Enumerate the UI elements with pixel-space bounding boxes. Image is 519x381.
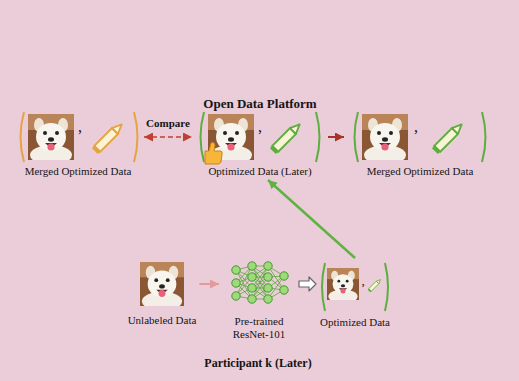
cloud-puff (124, 154, 188, 218)
flow-arrow (328, 136, 344, 138)
network-neurons (232, 262, 288, 303)
tuple-bracket (322, 263, 388, 311)
label-pencil (270, 121, 303, 154)
neuron (232, 292, 240, 300)
node-text: Merged Optimized Data (25, 165, 132, 178)
cloud-puff (10, 103, 82, 175)
tuple-comma: , (361, 274, 364, 287)
neuron (248, 262, 256, 270)
participant-panel: Participant k (Later) Unlabeled Data Pre-t… (118, 250, 398, 374)
node-text: Open Data Platform (203, 96, 316, 111)
dog-photo (327, 268, 359, 303)
compare-arrow (144, 136, 192, 138)
neuron (248, 284, 256, 292)
cloud-core (36, 54, 484, 183)
neuron (232, 279, 240, 287)
data-pair: Optimized Data (316, 258, 394, 330)
neuron (264, 273, 272, 281)
node-text: Participant k (Later) (204, 356, 311, 370)
panel-shape (118, 250, 398, 374)
label-pencil (92, 121, 125, 154)
dog-photo (140, 262, 184, 311)
dog-photo (28, 114, 74, 165)
data-image: Unlabeled Data (125, 258, 200, 328)
cloud-fill (10, 14, 512, 218)
platform-cloud: Open Data PlatformMerged Optimized Data O… (6, 14, 514, 218)
label-pencil (432, 121, 465, 154)
neuron (248, 295, 256, 303)
input-arrow (199, 283, 219, 285)
node-text: Optimized Data (320, 316, 390, 329)
edge-label: Compare (146, 117, 190, 130)
output-arrow (299, 277, 316, 291)
cloud-puff (324, 154, 388, 218)
data-pair: Merged Optimized Data (344, 108, 496, 180)
node-text: Optimized Data (Later) (208, 165, 311, 178)
panel-fill (119, 251, 398, 374)
neuron (280, 272, 288, 280)
cloud-shape (6, 14, 514, 218)
neuron (248, 273, 256, 281)
cloud-puff (361, 29, 451, 119)
neuron (264, 284, 272, 292)
dog-photo (362, 114, 408, 165)
network-model: Pre-trained ResNet-101 (219, 258, 299, 342)
tuple-comma: , (258, 119, 262, 135)
cloud-puff (21, 119, 111, 209)
tuple-comma: , (78, 119, 82, 135)
cloud-puff (191, 14, 281, 104)
neuron (280, 286, 288, 294)
upload-arrow (268, 180, 355, 258)
cloud-puff (281, 14, 371, 104)
neuron (264, 295, 272, 303)
thumbs-up-icon (205, 142, 222, 164)
neuron (264, 262, 272, 270)
node-text: Pre-trained ResNet-101 (222, 315, 296, 341)
cloud-puff (421, 69, 511, 159)
cloud-puff (16, 54, 116, 154)
label-pencil (368, 278, 382, 292)
tuple-comma: , (414, 119, 418, 135)
node-text: Merged Optimized Data (367, 165, 474, 178)
network-links (236, 266, 284, 299)
cloud-puff (101, 24, 191, 114)
node-text: Unlabeled Data (128, 314, 197, 327)
neuron (232, 266, 240, 274)
